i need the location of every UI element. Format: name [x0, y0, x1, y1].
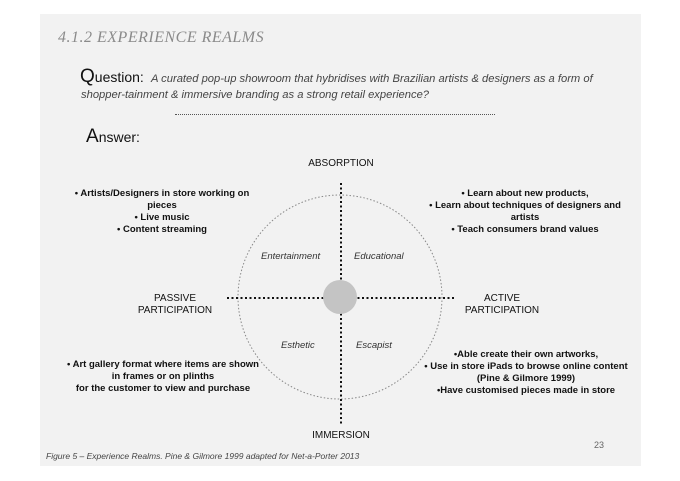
axis-label-active-line1: ACTIVE: [483, 293, 521, 304]
note-line: •Have customised pieces made in store: [436, 385, 616, 396]
answer-label-rest: nswer:: [98, 129, 140, 145]
question-label-rest: uestion:: [94, 69, 144, 85]
note-line: • Artists/Designers in store working on: [74, 188, 250, 199]
section-heading: 4.1.2 EXPERIENCE REALMS: [58, 29, 265, 46]
figure-caption: Figure 5 – Experience Realms. Pine & Gil…: [46, 451, 360, 461]
quadrant-educational: Educational: [354, 251, 404, 262]
answer-label: Answer:: [86, 126, 140, 148]
quadrant-entertainment: Entertainment: [261, 251, 321, 262]
notes-educational: • Learn about new products, • Learn abou…: [410, 188, 640, 236]
axis-label-active-participation: ACTIVE PARTICIPATION: [452, 293, 552, 317]
notes-entertainment: • Artists/Designers in store working on …: [52, 188, 272, 236]
axis-label-absorption: ABSORPTION: [308, 158, 374, 169]
notes-esthetic: • Art gallery format where items are sho…: [48, 359, 278, 395]
note-line: artists: [510, 212, 540, 223]
question-divider: [175, 114, 495, 115]
note-line: pieces: [147, 200, 177, 211]
note-line: in frames or on plinths: [111, 371, 215, 382]
note-line: • Use in store iPads to browse online co…: [424, 361, 628, 372]
note-line: • Content streaming: [117, 224, 207, 235]
axis-label-passive-participation: PASSIVE PARTICIPATION: [125, 293, 225, 317]
question-text: A curated pop-up showroom that hybridise…: [81, 73, 593, 101]
axis-label-immersion: IMMERSION: [312, 430, 370, 441]
question-label-initial: Q: [80, 66, 95, 87]
notes-escapist: •Able create their own artworks, • Use i…: [408, 349, 644, 397]
quadrant-escapist: Escapist: [356, 340, 392, 351]
quadrant-esthetic: Esthetic: [281, 340, 315, 351]
answer-label-initial: A: [86, 126, 99, 147]
center-point: [323, 280, 357, 314]
axis-label-active-line2: PARTICIPATION: [464, 305, 540, 316]
note-line: for the customer to view and purchase: [75, 383, 251, 394]
axis-label-passive-line1: PASSIVE: [153, 293, 197, 304]
note-line: • Learn about techniques of designers an…: [429, 200, 621, 211]
note-line: • Learn about new products,: [461, 188, 589, 199]
note-line: •Able create their own artworks,: [453, 349, 599, 360]
page-number: 23: [594, 440, 605, 450]
axis-label-passive-line2: PARTICIPATION: [137, 305, 213, 316]
question-label: Question:: [80, 66, 144, 88]
note-line: • Teach consumers brand values: [451, 224, 599, 235]
note-line: (Pine & Gilmore 1999): [476, 373, 576, 384]
note-line: • Live music: [134, 212, 190, 223]
note-line: • Art gallery format where items are sho…: [67, 359, 259, 370]
